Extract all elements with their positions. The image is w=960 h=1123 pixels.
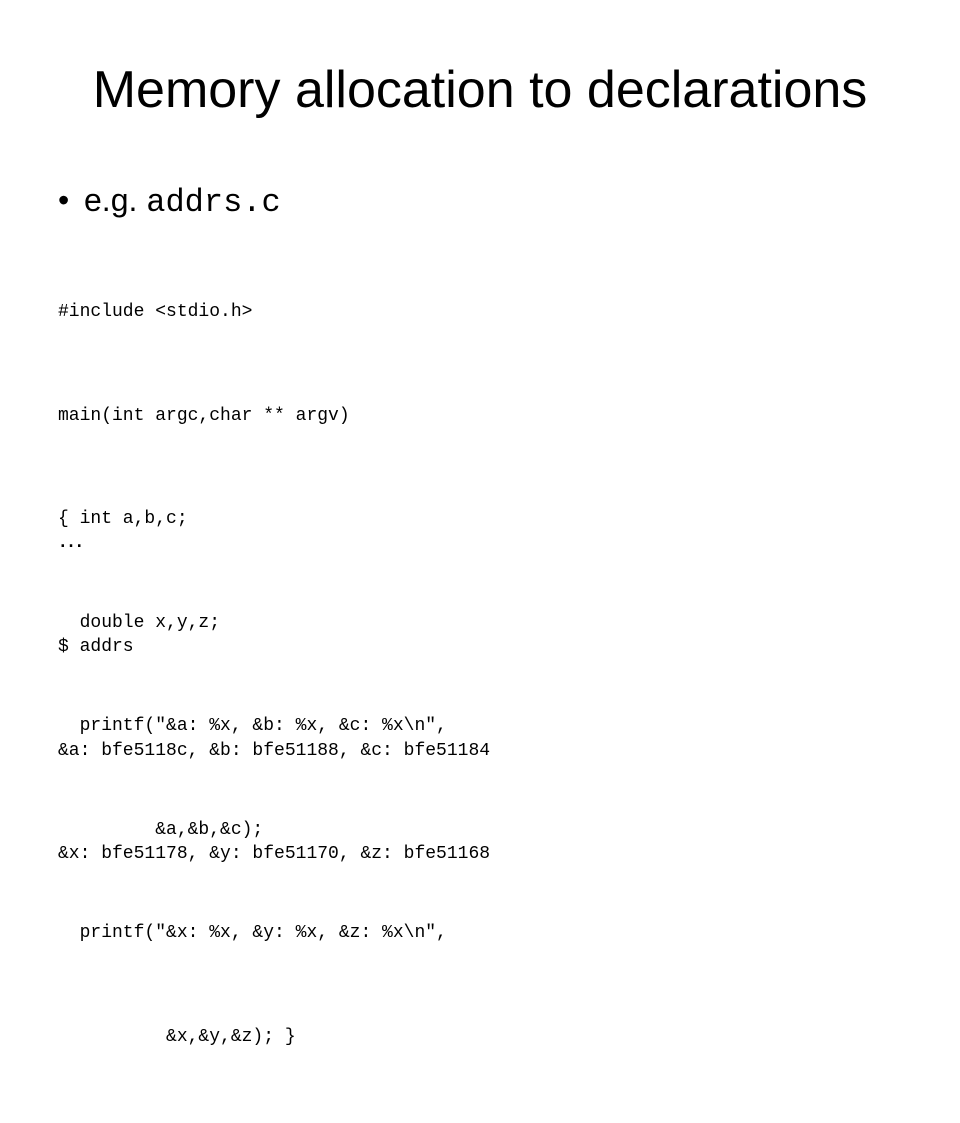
bullet-filename: addrs.c [146,184,281,221]
slide: Memory allocation to declarations • e.g. … [58,61,868,1047]
code-line: #include <stdio.h> [58,302,253,322]
code-line: main(int argc,char ** argv) [58,405,350,426]
output-line: &a: bfe5118c, &b: bfe51188, &c: bfe51184 [58,740,491,761]
slide-title: Memory allocation to declarations [92,61,868,119]
bullet-marker: • [58,182,70,218]
ellipsis: … [58,523,84,553]
code-line: double x,y,z; [58,612,221,633]
bullet-prefix: e.g. [84,182,147,218]
code-line: &x,&y,&z); } [58,1026,296,1047]
code-line: { int a,b,c; [58,509,188,529]
output-line: &x: bfe51178, &y: bfe51170, &z: bfe51168 [58,844,491,864]
output-code-block: $ addrs &a: bfe5118c, &b: bfe51188, &c: … [58,561,490,941]
output-line: $ addrs [58,637,134,657]
bullet-item: • e.g. addrs.c [58,176,281,224]
